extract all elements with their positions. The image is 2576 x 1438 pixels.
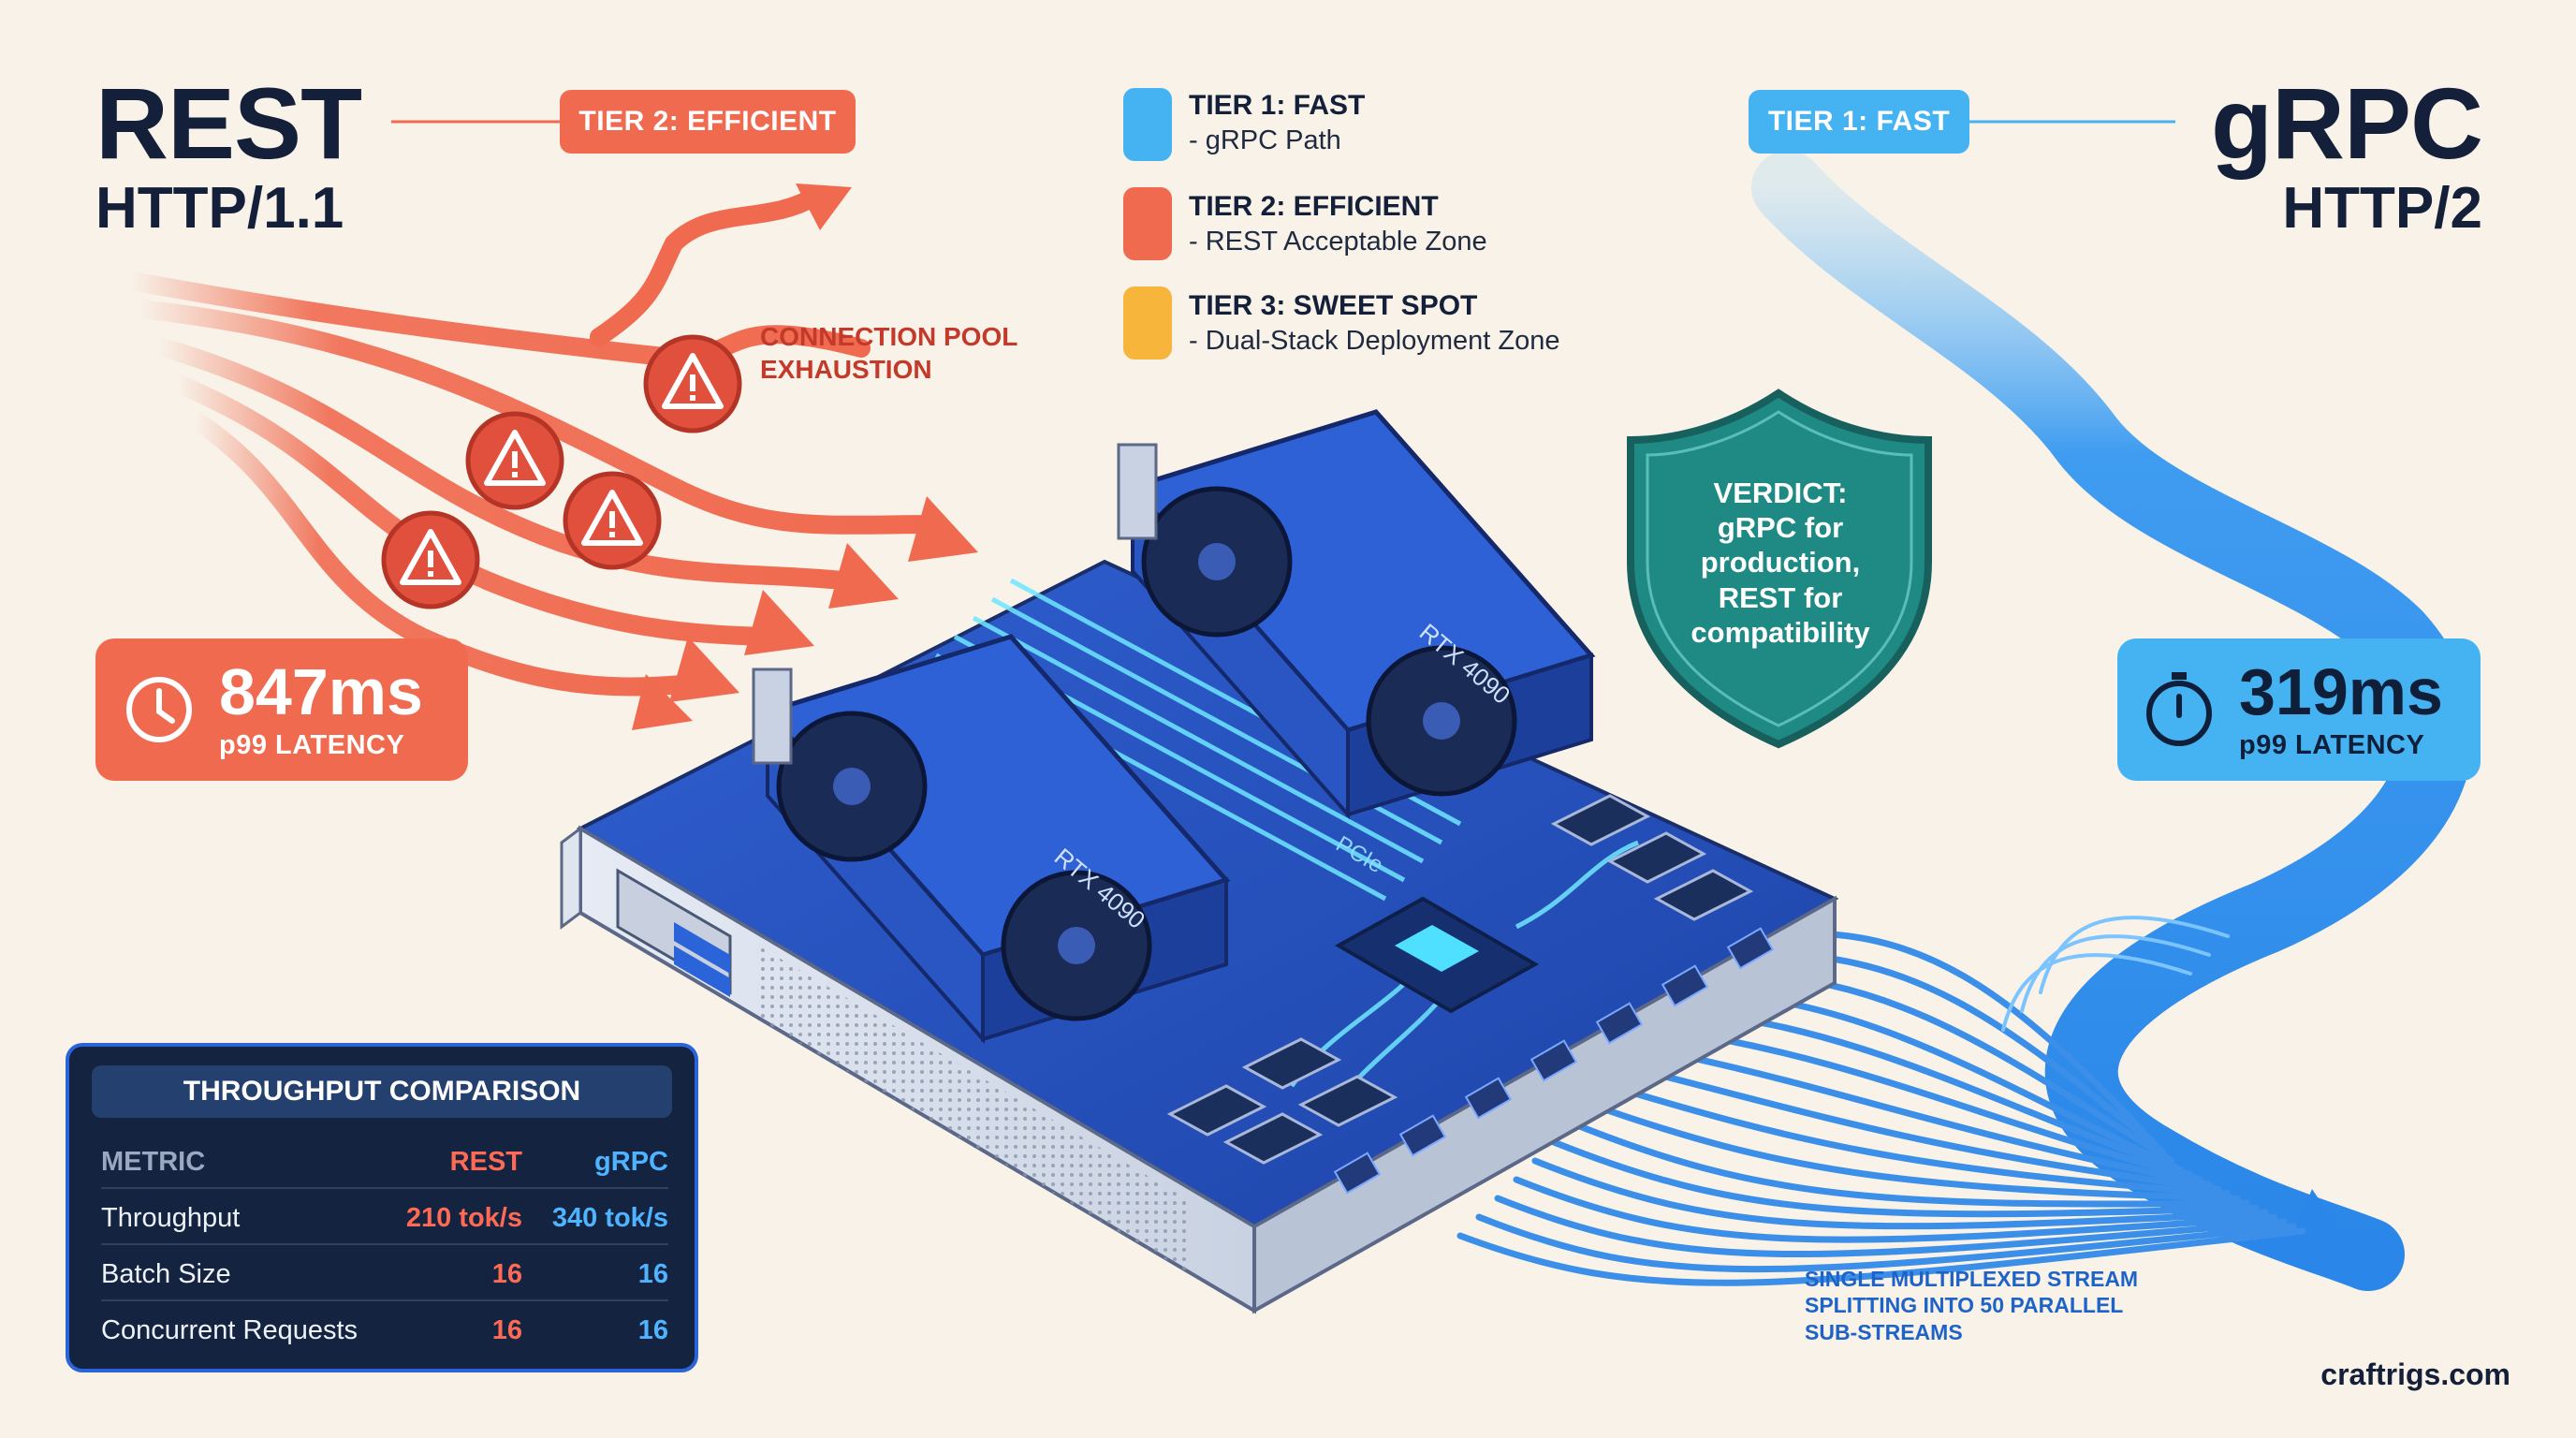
table-divider (101, 1187, 668, 1189)
stopwatch-icon (2146, 672, 2212, 746)
table-row: Batch Size 16 16 (101, 1247, 668, 1301)
table-divider (101, 1243, 668, 1245)
stream-note-line-3: SUB-STREAMS (1805, 1319, 1963, 1344)
header-rest: REST (449, 1146, 522, 1177)
table-row: Concurrent Requests 16 16 (101, 1303, 668, 1357)
rest-latency-label: p99 LATENCY (219, 729, 405, 760)
legend-desc-tier1: - gRPC Path (1189, 125, 1341, 155)
legend-swatch-tier1 (1123, 88, 1172, 161)
row-rest-value: 16 (491, 1258, 522, 1289)
row-grpc-value: 16 (637, 1314, 668, 1345)
warning-line-2: EXHAUSTION (760, 355, 932, 384)
row-grpc-value: 16 (637, 1258, 668, 1289)
grpc-latency-label: p99 LATENCY (2239, 729, 2425, 760)
warning-line-1: CONNECTION POOL (760, 322, 1018, 351)
stream-note: SINGLE MULTIPLEXED STREAM SPLITTING INTO… (1805, 1266, 2138, 1345)
legend-desc-tier2: - REST Acceptable Zone (1189, 227, 1487, 257)
rest-request-arrows (122, 183, 978, 730)
legend-heading-tier3: TIER 3: SWEET SPOT (1189, 290, 1478, 321)
grpc-subtitle: HTTP/2 (2282, 176, 2482, 241)
table-title: THROUGHPUT COMPARISON (92, 1065, 672, 1118)
table-header-row: METRIC REST gRPC (101, 1135, 668, 1189)
connection-pool-warning: CONNECTION POOL EXHAUSTION (760, 320, 1017, 386)
throughput-table: THROUGHPUT COMPARISON METRIC REST gRPC T… (66, 1043, 698, 1372)
verdict-line-3: production, (1700, 546, 1861, 580)
row-metric: Concurrent Requests (101, 1314, 359, 1345)
rest-tier-badge: TIER 2: EFFICIENT (560, 90, 856, 154)
legend-swatch-tier3 (1123, 286, 1172, 360)
legend-heading-tier1: TIER 1: FAST (1189, 90, 1366, 121)
verdict-line-4: REST for (1718, 580, 1843, 614)
legend-heading-tier2: TIER 2: EFFICIENT (1189, 191, 1439, 222)
verdict-line-2: gRPC for (1717, 511, 1844, 545)
verdict-text: VERDICT: gRPC for production, REST for c… (1649, 476, 1911, 650)
stream-note-line-1: SINGLE MULTIPLEXED STREAM (1805, 1267, 2139, 1291)
header-metric: METRIC (101, 1146, 206, 1177)
gpu-card-back (1117, 409, 1596, 820)
site-credit: craftrigs.com (2320, 1357, 2510, 1391)
table-divider (101, 1299, 668, 1301)
gpu-card-front (752, 634, 1231, 1045)
verdict-line-1: VERDICT: (1713, 477, 1848, 509)
grpc-latency-card: 319ms p99 LATENCY (2117, 638, 2481, 781)
grpc-latency-value: 319ms (2239, 654, 2443, 728)
grpc-tier-badge: TIER 1: FAST (1749, 90, 1969, 154)
warning-icons (381, 334, 742, 609)
grpc-title: gRPC (2211, 66, 2483, 180)
row-metric: Batch Size (101, 1258, 231, 1289)
header-grpc: gRPC (594, 1146, 668, 1177)
row-metric: Throughput (101, 1202, 241, 1233)
rest-title: REST (95, 66, 362, 180)
row-rest-value: 16 (491, 1314, 522, 1345)
clock-icon (126, 677, 192, 742)
table-row: Throughput 210 tok/s 340 tok/s (101, 1191, 668, 1245)
stream-note-line-2: SPLITTING INTO 50 PARALLEL (1805, 1293, 2124, 1318)
rest-latency-card: 847ms p99 LATENCY (95, 638, 468, 781)
row-grpc-value: 340 tok/s (551, 1202, 668, 1233)
rest-subtitle: HTTP/1.1 (95, 176, 344, 241)
legend-desc-tier3: - Dual-Stack Deployment Zone (1189, 326, 1560, 356)
rest-latency-value: 847ms (219, 654, 423, 728)
cpu-chip (1334, 896, 1540, 1014)
verdict-line-5: compatibility (1690, 615, 1870, 649)
row-rest-value: 210 tok/s (405, 1202, 522, 1233)
memory-chips (1166, 794, 1754, 1165)
verdict-shield (1627, 389, 1932, 749)
legend-swatch-tier2 (1123, 187, 1172, 260)
